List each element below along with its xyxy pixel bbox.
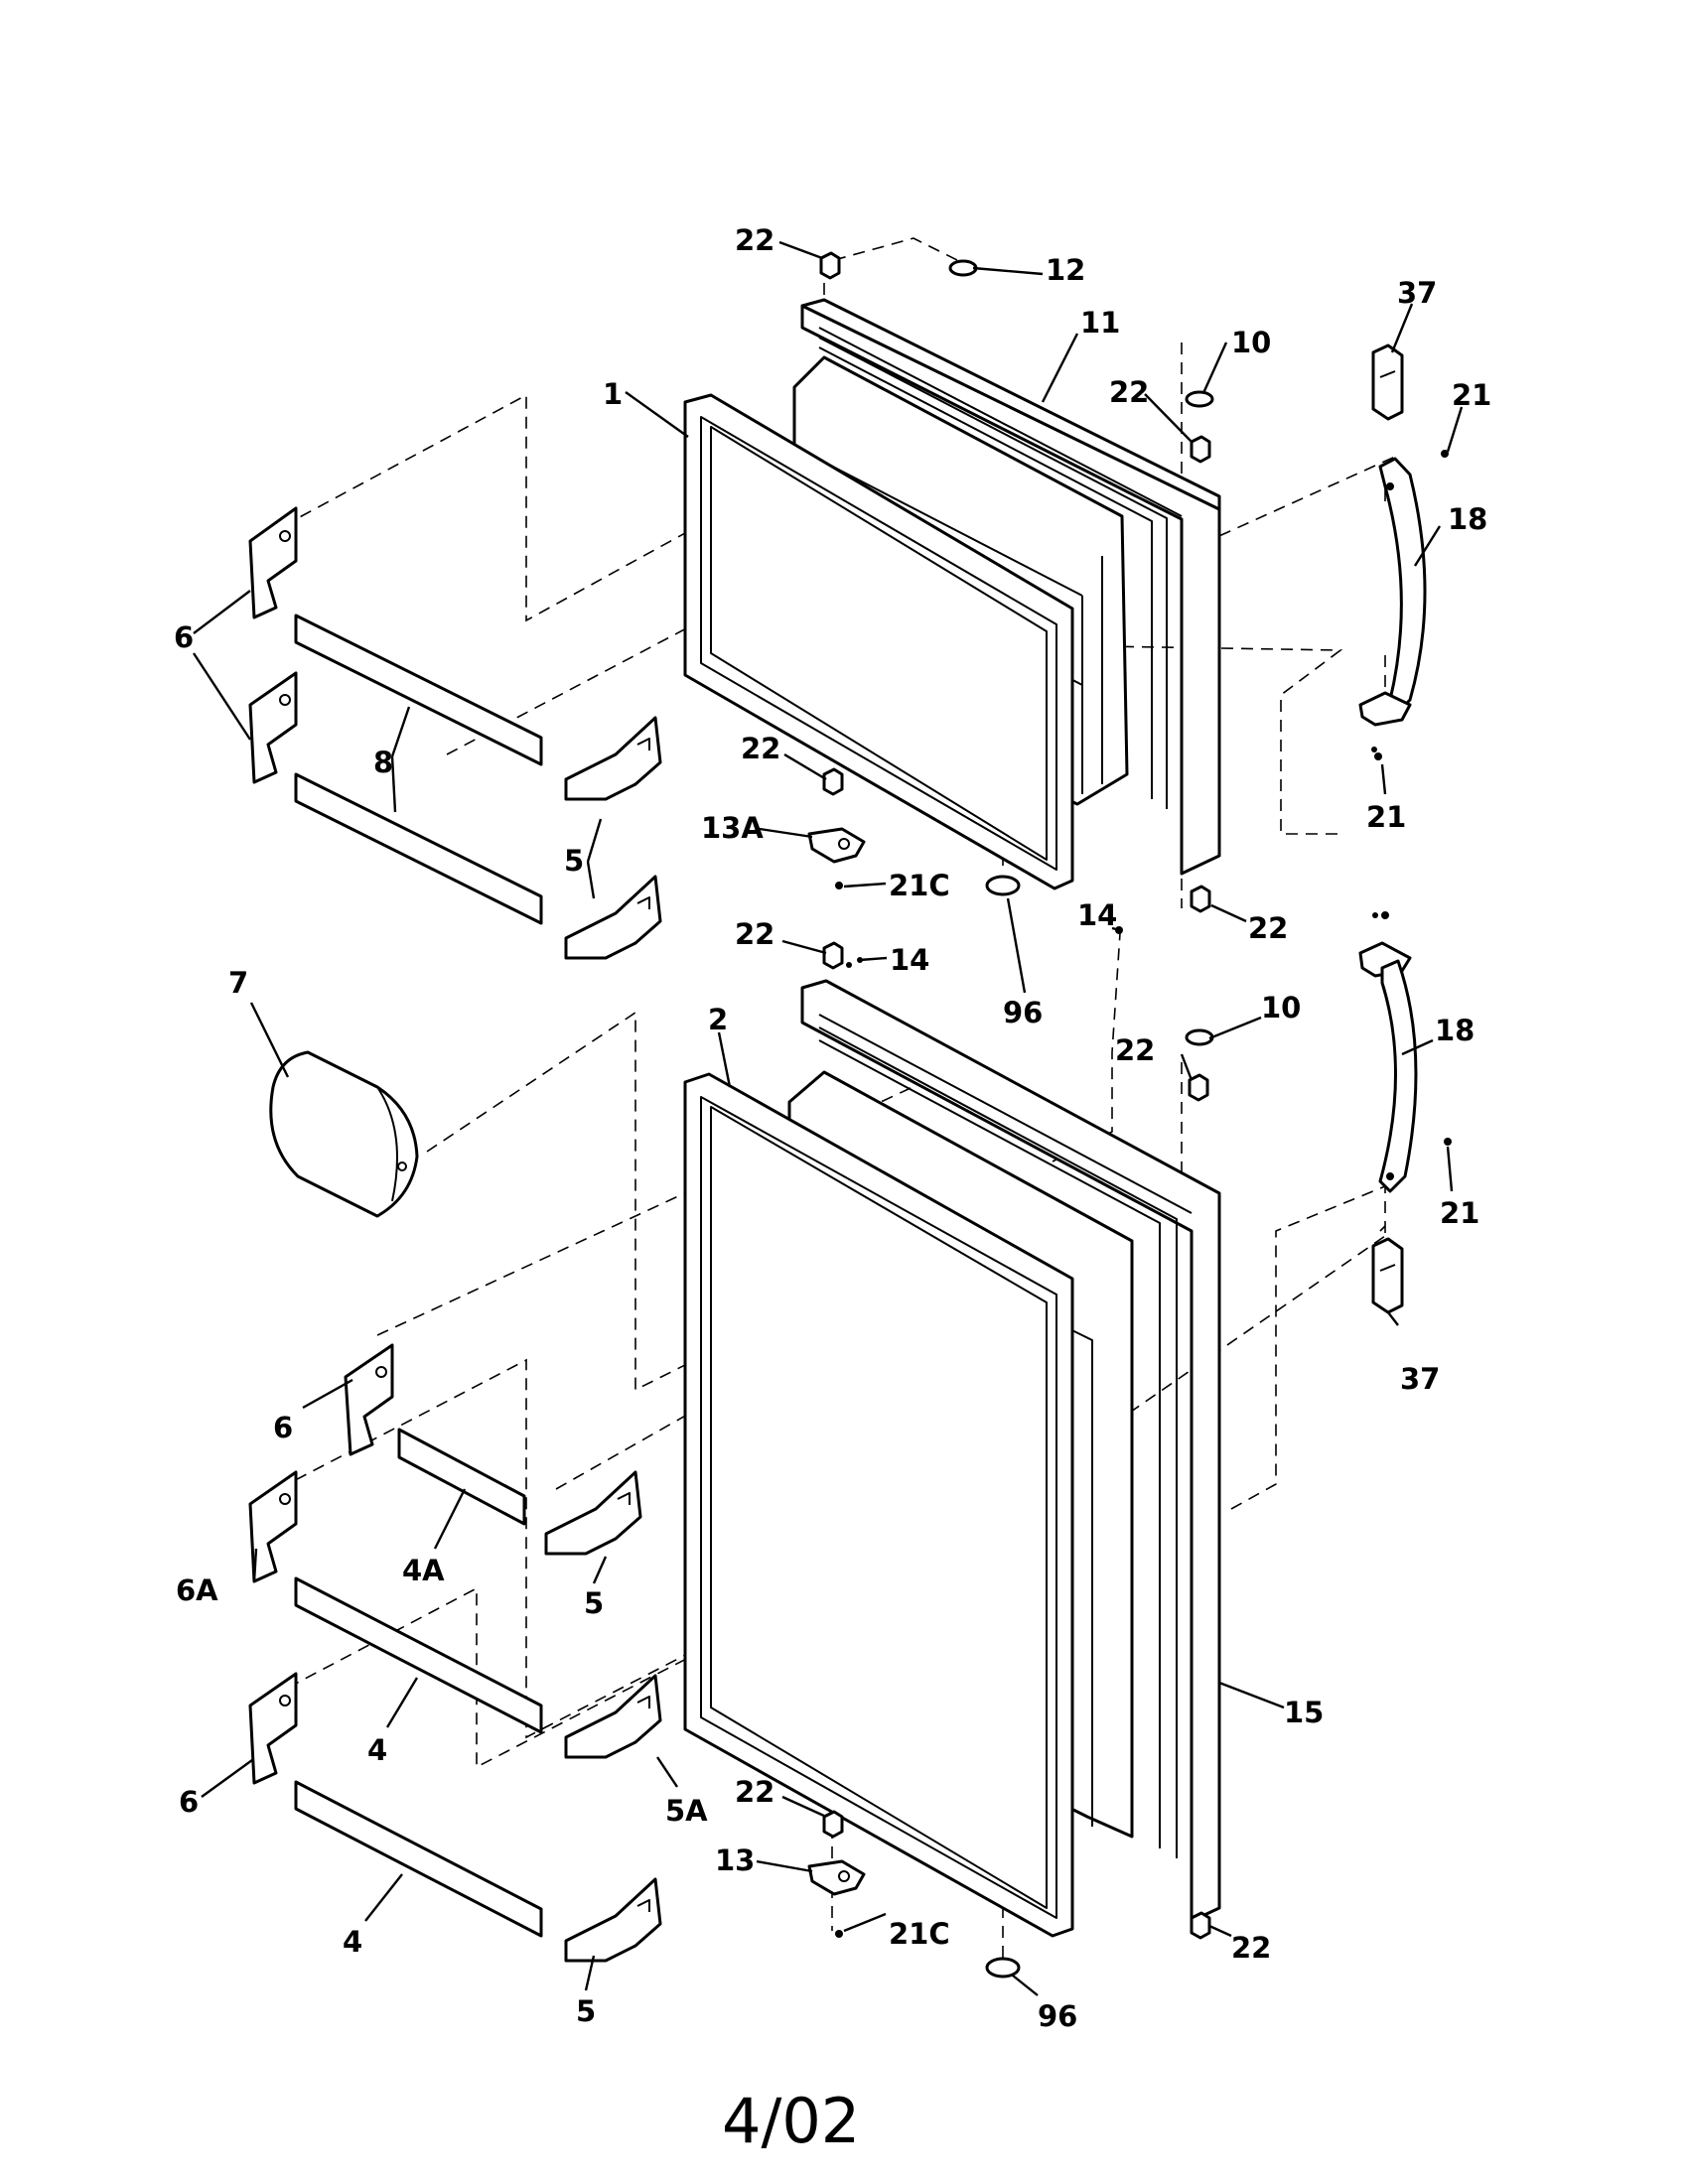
callout-labels: 22 12 11 10 37 21 22 1 18 6 8 22 13A 21C… <box>174 223 1491 2033</box>
bracket-5-c <box>544 1470 642 1556</box>
label-7: 7 <box>228 966 248 1000</box>
hinge-13A <box>807 827 866 864</box>
label-5: 5 <box>576 1994 596 2028</box>
label-21: 21 <box>1452 378 1491 412</box>
label-15: 15 <box>1284 1696 1324 1729</box>
label-4: 4 <box>343 1925 362 1959</box>
label-21C: 21C <box>889 1917 950 1951</box>
dairy-cover-7 <box>269 1050 419 1218</box>
label-6A: 6A <box>176 1573 218 1607</box>
hinge-13 <box>807 1859 866 1896</box>
label-13: 13 <box>715 1843 755 1877</box>
label-37: 37 <box>1397 276 1437 310</box>
label-22: 22 <box>735 223 774 257</box>
label-22: 22 <box>1231 1931 1271 1965</box>
handle-18-lower <box>1358 941 1418 1193</box>
cap-10-upper <box>1185 390 1214 408</box>
label-96: 96 <box>1038 1999 1077 2033</box>
label-6: 6 <box>273 1411 293 1444</box>
label-2: 2 <box>708 1003 728 1036</box>
label-18: 18 <box>1435 1014 1475 1047</box>
revision-code: 4/02 <box>722 2085 860 2157</box>
handle-18-upper <box>1358 457 1427 727</box>
freezer-gasket-1 <box>683 393 1074 890</box>
label-22: 22 <box>741 732 780 765</box>
plug-96-upper <box>985 875 1021 896</box>
label-22: 22 <box>1248 911 1288 945</box>
label-96: 96 <box>1003 996 1043 1029</box>
shelf-rail-8-upper <box>294 614 543 766</box>
shelf-rail-4A <box>397 1428 526 1526</box>
end-cap-37-upper <box>1371 343 1404 421</box>
label-5A: 5A <box>665 1794 708 1828</box>
label-10: 10 <box>1231 326 1271 359</box>
freezer-door-outer-11 <box>800 298 1221 876</box>
cap-10-lower <box>1185 1028 1214 1046</box>
bracket-5A <box>564 1674 662 1759</box>
fresh-food-gasket-2 <box>683 1072 1074 1938</box>
label-22: 22 <box>1115 1033 1155 1067</box>
label-13A: 13A <box>701 811 764 845</box>
bracket-5-b <box>564 875 662 960</box>
label-8: 8 <box>373 746 393 779</box>
bracket-6A <box>248 1470 298 1583</box>
label-5: 5 <box>584 1586 604 1620</box>
label-21: 21 <box>1440 1196 1479 1230</box>
label-22: 22 <box>735 1775 774 1809</box>
label-6: 6 <box>174 620 194 654</box>
plug-96-lower <box>985 1957 1021 1979</box>
shelf-rail-4-upper <box>294 1576 543 1734</box>
bracket-6-c <box>344 1343 394 1456</box>
bracket-6-b <box>248 671 298 784</box>
label-5: 5 <box>564 844 584 878</box>
label-21: 21 <box>1366 800 1406 834</box>
label-6: 6 <box>179 1785 199 1819</box>
end-cap-37-lower <box>1371 1237 1404 1314</box>
bushings-22 <box>819 251 1211 1940</box>
label-4: 4 <box>367 1733 387 1767</box>
bracket-5-d <box>564 1877 662 1963</box>
bracket-6-d <box>248 1672 298 1785</box>
shelf-rail-4-lower <box>294 1780 543 1938</box>
label-22: 22 <box>1109 375 1149 409</box>
label-12: 12 <box>1046 253 1085 287</box>
label-11: 11 <box>1080 306 1120 340</box>
label-4A: 4A <box>402 1554 445 1587</box>
label-1: 1 <box>603 377 623 411</box>
cap-12 <box>948 259 978 277</box>
label-22: 22 <box>735 917 774 951</box>
label-14: 14 <box>1077 898 1117 932</box>
label-37: 37 <box>1400 1362 1440 1396</box>
label-21C: 21C <box>889 869 950 902</box>
fresh-food-door-outer-15 <box>800 979 1221 1923</box>
leader-lines <box>192 240 1464 1996</box>
label-10: 10 <box>1261 991 1301 1024</box>
shelf-rail-8-lower <box>294 772 543 925</box>
bracket-6-a <box>248 506 298 619</box>
label-14: 14 <box>890 943 929 977</box>
label-18: 18 <box>1448 502 1487 536</box>
bracket-5-a <box>564 716 662 801</box>
